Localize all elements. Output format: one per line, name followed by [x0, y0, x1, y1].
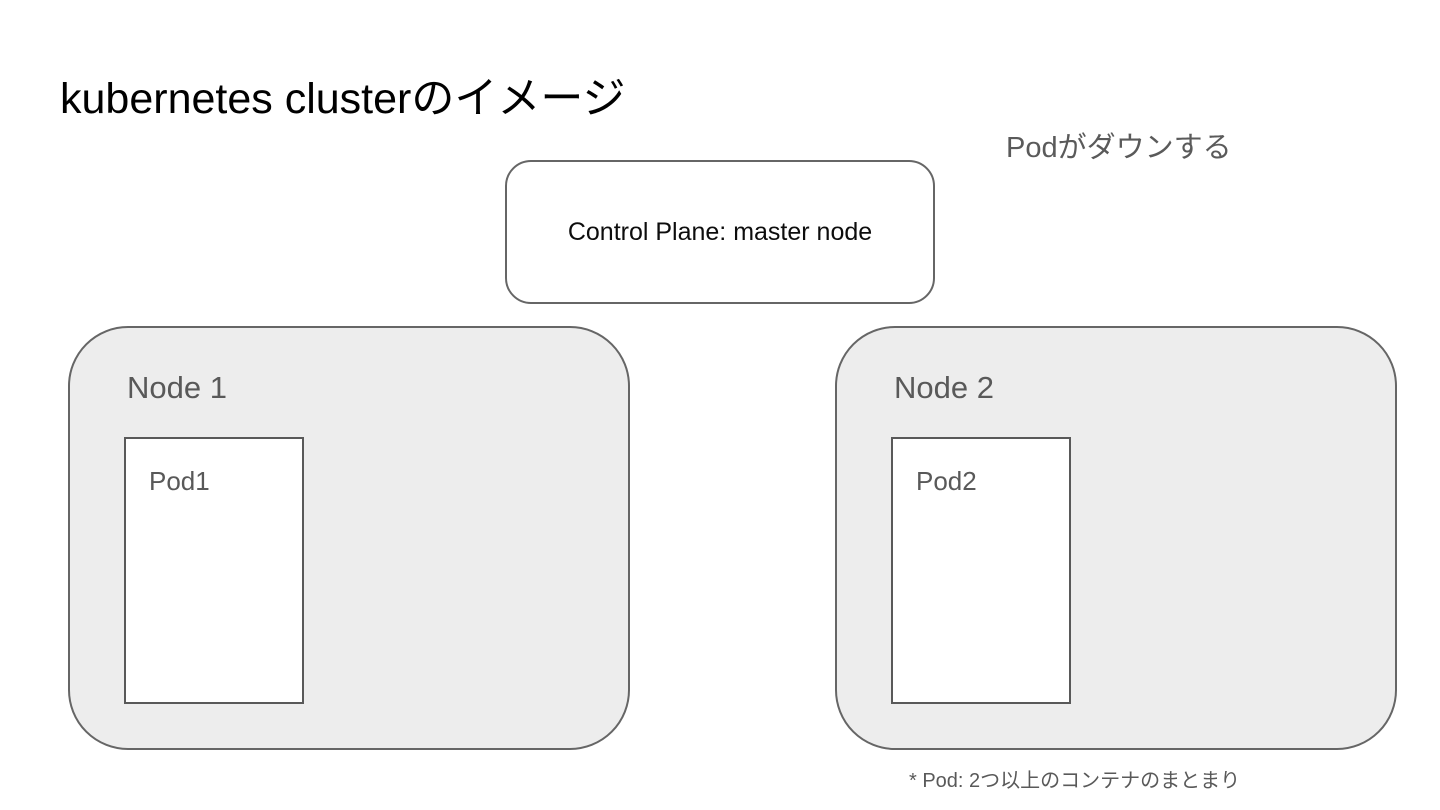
control-plane-box: Control Plane: master node — [505, 160, 935, 304]
node-2-box: Node 2 Pod2 — [835, 326, 1397, 750]
node-2-label: Node 2 — [894, 370, 994, 405]
pod-down-annotation: Podがダウンする — [1006, 132, 1232, 164]
pod-2-label: Pod2 — [916, 466, 977, 496]
slide-title: kubernetes clusterのイメージ — [60, 75, 626, 123]
pod-definition-footnote: * Pod: 2つ以上のコンテナのまとまり — [909, 770, 1241, 792]
node-1-box: Node 1 Pod1 — [68, 326, 630, 750]
pod-1-box: Pod1 — [124, 437, 304, 704]
control-plane-label: Control Plane: master node — [567, 217, 873, 246]
pod-1-label: Pod1 — [149, 466, 210, 496]
pod-2-box: Pod2 — [891, 437, 1071, 704]
node-1-label: Node 1 — [127, 370, 227, 405]
